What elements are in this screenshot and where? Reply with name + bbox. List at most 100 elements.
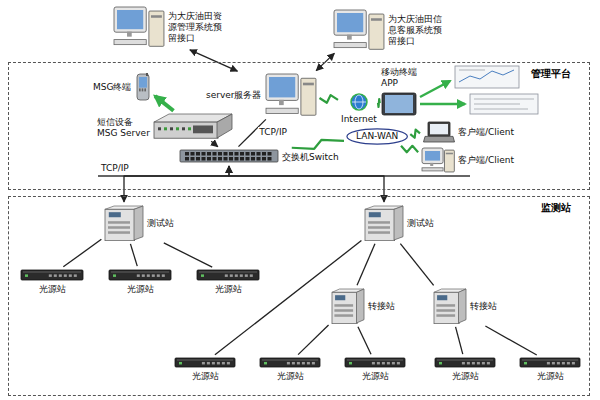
device-node: 转接站 xyxy=(432,287,498,325)
globe-line xyxy=(352,102,366,103)
label-group: 光源站 xyxy=(362,371,389,382)
network-link xyxy=(211,141,218,146)
device-node: 光源站 xyxy=(258,356,322,383)
cabinet-slot xyxy=(368,221,390,224)
switch-body xyxy=(180,150,278,162)
switch-port xyxy=(262,157,266,161)
label-group: 移动终端APP xyxy=(381,67,420,89)
rack-led xyxy=(25,274,28,277)
rack-port xyxy=(297,362,300,365)
rack-body xyxy=(520,358,580,367)
device-label: 转接站 xyxy=(470,301,497,312)
rack-edge xyxy=(111,272,169,273)
rack-port xyxy=(387,362,390,365)
cabinet-slot xyxy=(108,226,130,229)
label-group: Internet xyxy=(341,114,377,125)
rack-port xyxy=(557,362,560,365)
device-label: 转接站 xyxy=(368,301,395,312)
label-group: 转接站 xyxy=(470,301,497,312)
rack-port xyxy=(397,362,400,365)
cabinet-screen xyxy=(369,212,381,217)
network-link xyxy=(190,50,238,71)
switch-port xyxy=(191,157,195,161)
device-led xyxy=(182,127,185,130)
rack-port xyxy=(472,362,475,365)
label-group: 客户端/Client xyxy=(458,127,514,138)
device-label: 移动终端APP xyxy=(381,67,420,89)
tablet-screen xyxy=(385,95,413,113)
switch-port xyxy=(262,152,266,156)
switch-port xyxy=(246,157,250,161)
region-panel: 管理平台server服务器MSG终端短信设备MSG Server移动终端APPI… xyxy=(8,62,590,190)
label-group: 测试站 xyxy=(407,218,434,229)
cabinet-front xyxy=(434,292,459,323)
laptop-base xyxy=(424,136,455,142)
cabinet-slot xyxy=(436,314,455,317)
cabinet-side xyxy=(459,289,467,323)
device-node: 为大庆油田信息客服系统预留接口 xyxy=(332,8,445,52)
rack-port xyxy=(462,362,465,365)
app-screenshot xyxy=(470,94,538,114)
device-label: 为大庆油田信息客服系统预留接口 xyxy=(388,14,444,47)
rack-port xyxy=(547,362,550,365)
device-node: 测试站 xyxy=(363,204,435,242)
device-front xyxy=(154,122,218,138)
switch-port xyxy=(185,157,189,161)
rack-port xyxy=(227,362,230,365)
device-node: Internet xyxy=(340,92,378,126)
rack-port xyxy=(477,362,480,365)
device-label: 交换机Switch xyxy=(282,152,339,163)
keyboard xyxy=(266,108,298,113)
phone-body xyxy=(137,74,149,100)
wireless-link xyxy=(410,130,420,138)
device-node: 为大庆油田资源管理系统预留接口 xyxy=(112,5,225,49)
cabinet-screen xyxy=(437,295,447,300)
label-group: 为大庆油田信息客服系统预留接口 xyxy=(388,14,444,47)
network-link xyxy=(298,325,328,355)
rack-port xyxy=(152,274,155,277)
globe xyxy=(351,94,367,110)
network-link xyxy=(456,327,463,354)
rack-icon xyxy=(519,357,581,368)
monitor xyxy=(266,74,298,100)
label-group: 光源站 xyxy=(452,371,479,382)
antenna xyxy=(146,73,148,76)
keyboard xyxy=(422,168,443,171)
switch-port xyxy=(268,152,272,156)
switch-port xyxy=(235,152,239,156)
drive xyxy=(371,18,382,21)
rack-led xyxy=(264,362,267,365)
rack-body xyxy=(21,270,83,280)
label-group: server服务器 xyxy=(206,90,262,101)
device-node: 光源站 xyxy=(343,356,407,383)
rack-port xyxy=(54,274,57,277)
device-label: LAN-WAN xyxy=(356,131,398,142)
rack-port xyxy=(162,274,165,277)
switch-port xyxy=(207,157,211,161)
rack-port xyxy=(225,274,228,277)
cab-icon xyxy=(433,288,467,324)
rack-port xyxy=(392,362,395,365)
rack-body xyxy=(435,358,495,367)
device-label: 光源站 xyxy=(277,371,304,382)
screen xyxy=(425,151,440,161)
laptop-display xyxy=(430,124,448,134)
label-group: 光源站 xyxy=(39,284,66,295)
switch-port xyxy=(191,152,195,156)
device-node: 光源站 xyxy=(518,356,582,383)
device-label: 客户端/Client xyxy=(458,155,514,166)
rack-port xyxy=(552,362,555,365)
bus-label: TCP/IP xyxy=(100,163,130,174)
tower xyxy=(444,150,454,172)
label-group: 短信设备MSG Server xyxy=(97,117,150,139)
oval-shape xyxy=(347,129,407,144)
label-group: 光源站 xyxy=(192,371,219,382)
rack-edge xyxy=(437,360,493,361)
device-node: 光源站 xyxy=(107,268,173,296)
desk-icon xyxy=(421,147,455,173)
rack-port xyxy=(567,362,570,365)
rack-led xyxy=(349,362,352,365)
device-node: server服务器 xyxy=(205,72,318,118)
rack-led xyxy=(201,274,204,277)
label-group: MSG终端 xyxy=(93,82,131,93)
